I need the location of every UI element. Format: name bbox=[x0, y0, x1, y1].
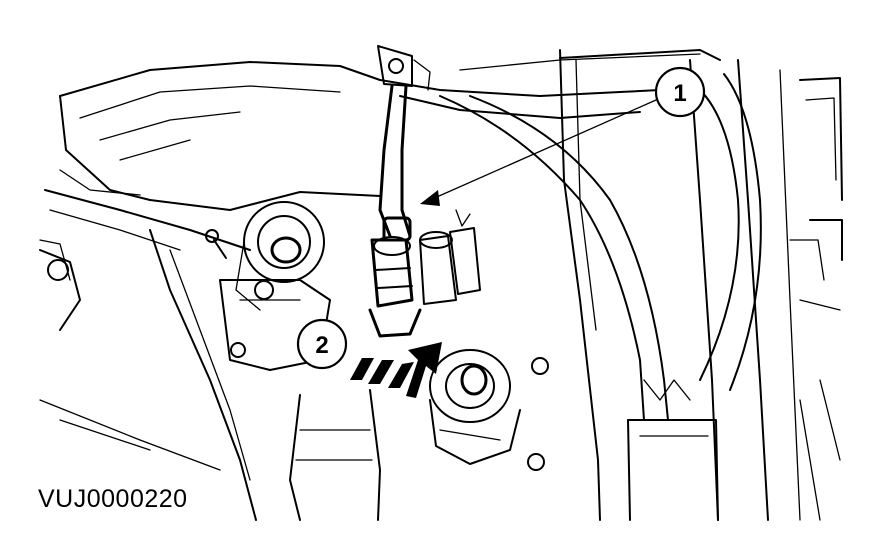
callout-2: 2 bbox=[296, 318, 348, 370]
left-strut-mount bbox=[235, 201, 325, 311]
figure-reference-code: VUJ0000220 bbox=[38, 485, 188, 513]
callout-1-label: 1 bbox=[673, 80, 686, 107]
body-structure bbox=[39, 45, 843, 521]
callout-1: 1 bbox=[654, 66, 706, 118]
disconnect-direction-arrow bbox=[350, 342, 442, 398]
callout-2-label: 2 bbox=[315, 332, 328, 359]
lower-strut-mount bbox=[429, 349, 549, 471]
sensor-connector bbox=[368, 209, 481, 338]
callout-1-leader bbox=[420, 99, 657, 206]
